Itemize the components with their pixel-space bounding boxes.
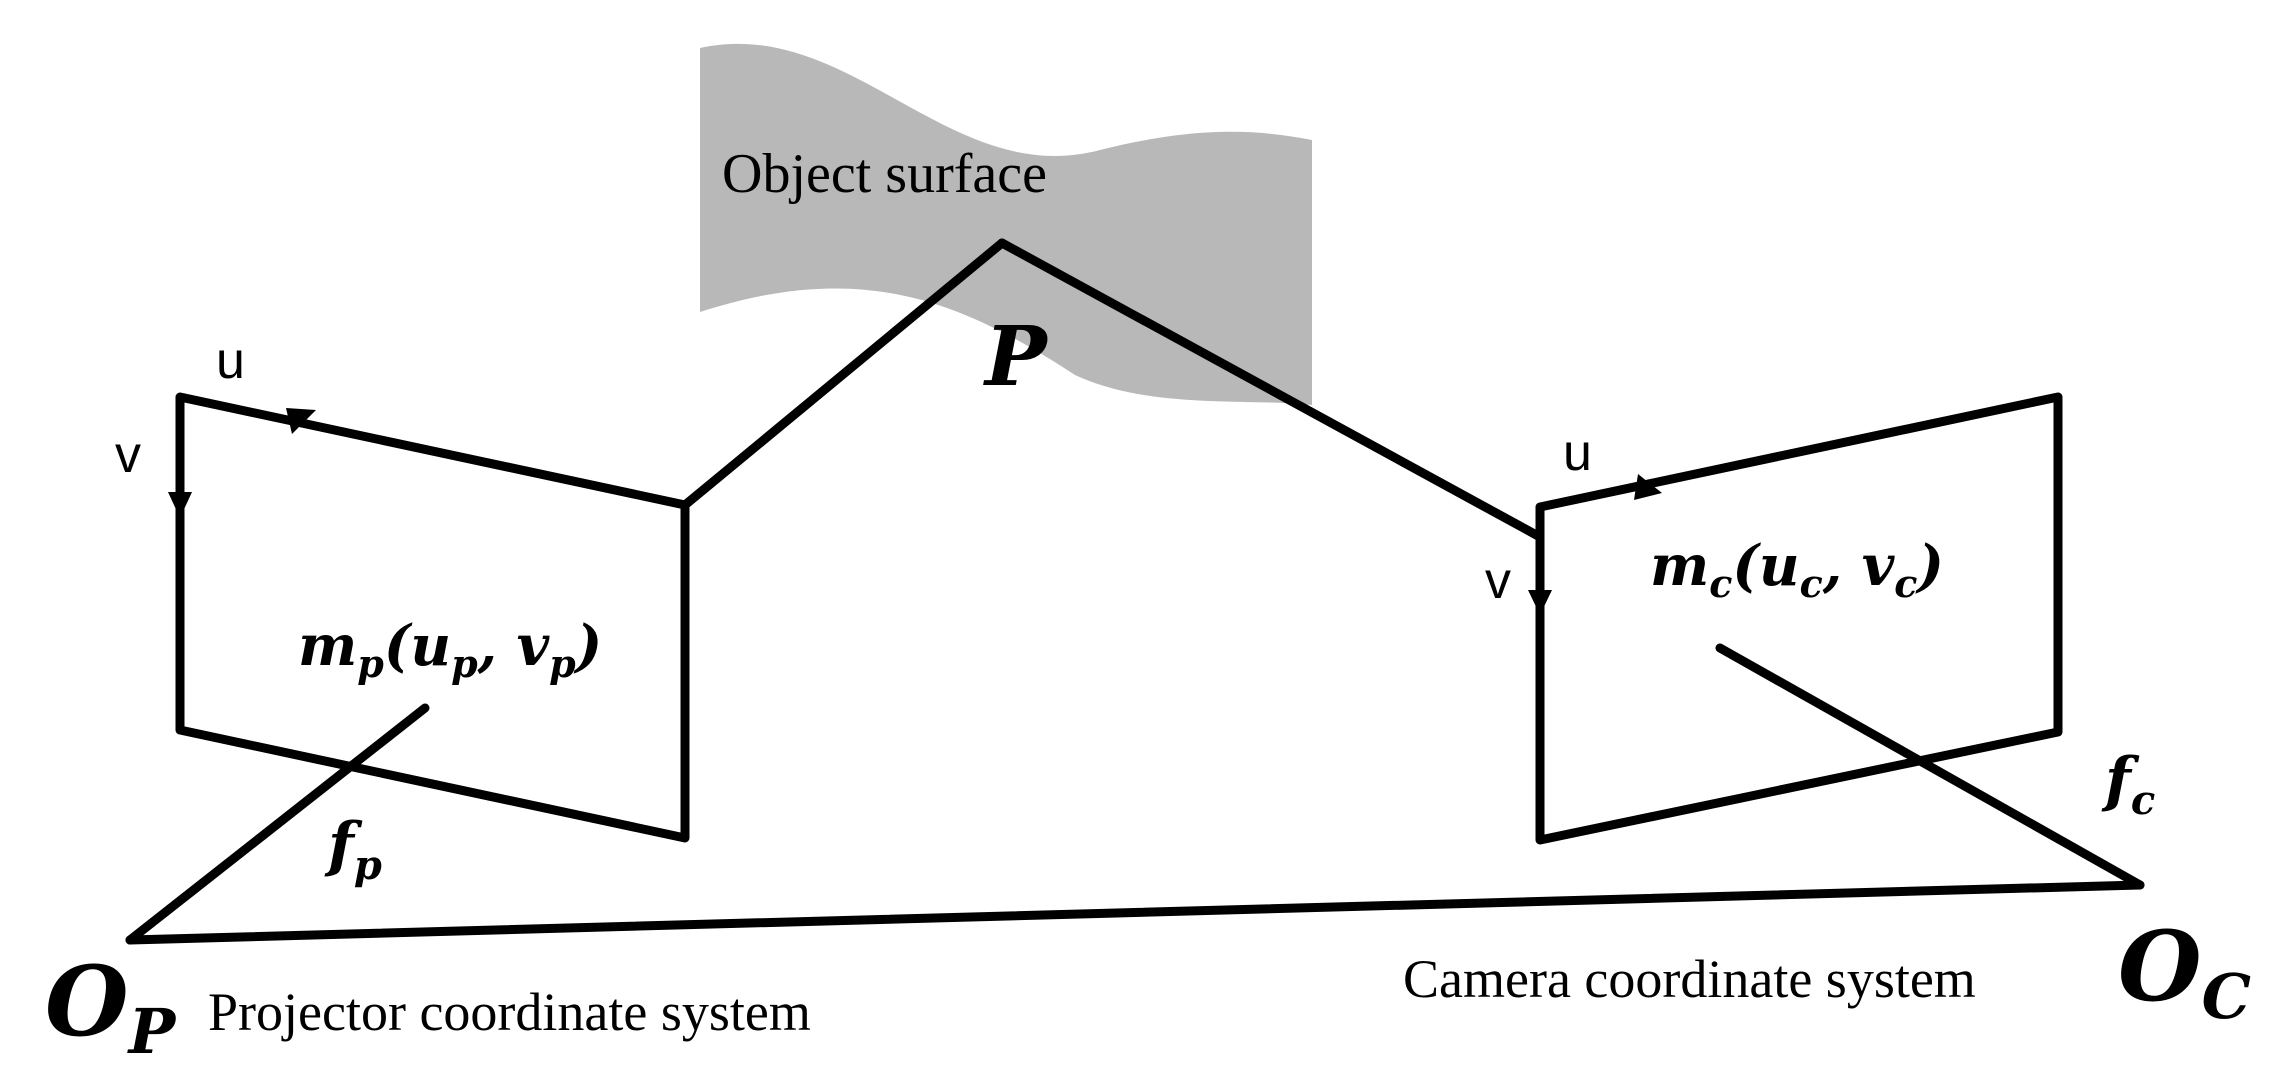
camera-axis-v-label: v bbox=[1485, 552, 1511, 610]
projector-axis-v-label: v bbox=[115, 426, 141, 484]
camera-coord-sep: , v bbox=[1822, 533, 1896, 599]
projector-coord-sep: , v bbox=[477, 613, 551, 679]
camera-v-arrow bbox=[1528, 590, 1552, 615]
camera-system-label: Camera coordinate system bbox=[1403, 949, 1976, 1009]
point-p-label: P bbox=[983, 309, 1049, 405]
camera-point-main: m bbox=[1650, 533, 1709, 599]
projector-focal-label: fp bbox=[324, 810, 382, 889]
camera-coord-open: (u bbox=[1732, 533, 1799, 599]
camera-origin-sub: C bbox=[2202, 960, 2251, 1033]
camera-ray bbox=[997, 238, 1545, 542]
object-surface-label: Object surface bbox=[722, 143, 1047, 205]
projector-u-arrow bbox=[286, 408, 316, 434]
projector-point-sub: p bbox=[357, 641, 384, 686]
projector-origin-main: O bbox=[45, 945, 129, 1058]
baseline bbox=[125, 880, 2145, 945]
projector-origin-sub: P bbox=[127, 995, 178, 1068]
projector-axis-u-label: u bbox=[216, 332, 245, 390]
camera-origin-label: OC bbox=[2118, 910, 2251, 1033]
projector-point-main: m bbox=[298, 613, 357, 679]
projector-point-label: mp(up, vp) bbox=[298, 613, 602, 686]
projector-image-plane bbox=[175, 392, 690, 843]
camera-coord-v-sub: c bbox=[1894, 561, 1917, 606]
projector-ray bbox=[680, 238, 1007, 510]
camera-point-label: mc(uc, vc) bbox=[1650, 533, 1944, 606]
projector-system-label: Projector coordinate system bbox=[208, 982, 811, 1042]
projector-focal-sub: p bbox=[354, 842, 382, 889]
camera-coord-u-sub: c bbox=[1800, 561, 1823, 606]
camera-point-sub: c bbox=[1709, 561, 1732, 606]
projector-origin-label: OP bbox=[45, 945, 178, 1068]
projector-coord-v-sub: p bbox=[549, 641, 576, 686]
camera-image-plane bbox=[1535, 392, 2063, 845]
projector-coord-open: (u bbox=[384, 613, 451, 679]
projector-coord-close: ) bbox=[573, 613, 603, 679]
camera-coord-close: ) bbox=[1914, 533, 1944, 599]
camera-origin-main: O bbox=[2118, 910, 2202, 1023]
projector-coord-u-sub: p bbox=[451, 641, 478, 686]
camera-focal-line bbox=[1715, 643, 2145, 890]
camera-focal-label: fc bbox=[2101, 745, 2155, 824]
camera-u-arrow bbox=[1634, 474, 1662, 500]
projector-v-arrow bbox=[168, 492, 192, 518]
projector-focal-line bbox=[125, 703, 430, 945]
camera-axis-u-label: u bbox=[1563, 424, 1592, 482]
object-surface bbox=[700, 43, 1312, 405]
camera-focal-sub: c bbox=[2131, 777, 2155, 824]
